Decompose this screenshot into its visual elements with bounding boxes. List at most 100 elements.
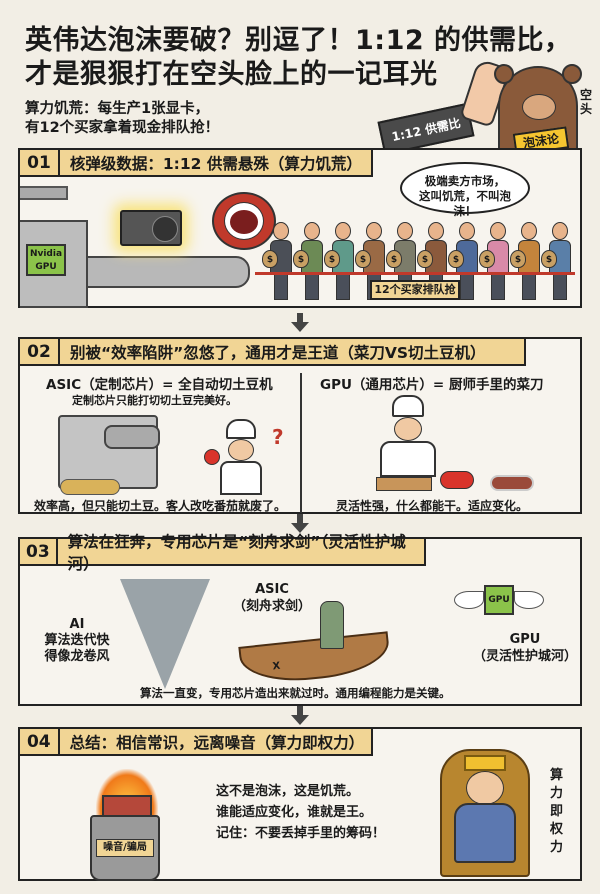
section-01: 01 核弹级数据：1:12 供需悬殊（算力饥荒） Nvidia GPU 极端卖方… xyxy=(18,148,582,308)
summary-line-3: 记住：不要丢掉手里的筹码！ xyxy=(216,826,386,841)
summary-text: 这不是泡沫，这是饥荒。 谁能适应变化，谁就是王。 记住：不要丢掉手里的筹码！ xyxy=(216,781,385,844)
money-bag-icon: $ xyxy=(479,250,495,268)
trash-label: 噪音/骗局 xyxy=(96,839,154,857)
money-bag-icon: $ xyxy=(386,250,402,268)
meat-plate-icon xyxy=(490,475,534,491)
down-arrow-icon xyxy=(291,514,309,534)
ai-label: AI 算法迭代快 得像龙卷风 xyxy=(44,617,110,664)
subtitle: 算力饥荒：每生产1张显卡， 有12个买家拿着现金排队抢！ xyxy=(25,100,219,138)
section-title: 核弹级数据：1:12 供需悬殊（算力饥荒） xyxy=(69,154,362,173)
buyer-legs xyxy=(491,274,505,300)
buyer-figure: $ xyxy=(479,222,511,302)
sleeve-label: 1:12 供需比 xyxy=(390,115,462,144)
tornado-icon xyxy=(120,579,210,689)
gpu-card-icon xyxy=(120,210,182,246)
speech-bubble: 极端卖方市场， 这叫饥荒，不叫泡沫！ xyxy=(400,162,530,218)
tomato-icon xyxy=(204,449,220,465)
question-mark: ? xyxy=(272,425,284,449)
buyer-legs xyxy=(305,274,319,300)
section-number: 04 xyxy=(20,729,60,754)
factory-machine: Nvidia GPU xyxy=(20,220,88,308)
gpu-heading: GPU（通用芯片）= 厨师手里的菜刀 xyxy=(320,377,544,393)
buyer-figure: $ xyxy=(262,222,294,302)
buyer-legs xyxy=(522,274,536,300)
king-label: 算力即权力 xyxy=(550,768,564,855)
buyer-figure: $ xyxy=(324,222,356,302)
buyer-legs xyxy=(460,274,474,300)
bubble-line-2: 这叫饥荒，不叫泡沫！ xyxy=(419,189,511,218)
section-title: 算法在狂奔，专用芯片是“刻舟求剑”（灵活性护城河） xyxy=(67,532,406,573)
queue-sign: 12个买家排队抢 xyxy=(370,280,460,300)
section-03: 03 算法在狂奔，专用芯片是“刻舟求剑”（灵活性护城河） AI 算法迭代快 得像… xyxy=(18,533,582,706)
buyer-head xyxy=(552,222,568,240)
buyer-figure: $ xyxy=(510,222,542,302)
boat-mark: X xyxy=(272,660,281,673)
buyer-head xyxy=(459,222,475,240)
buyer-head xyxy=(335,222,351,240)
down-arrow-icon xyxy=(291,313,309,333)
page-title: 英伟达泡沫要破？别逗了！1:12 的供需比， 才是狠狠打在空头脸上的一记耳光 xyxy=(25,24,572,92)
summary-line-2: 谁能适应变化，谁就是王。 xyxy=(216,805,373,820)
velvet-rope xyxy=(255,272,575,275)
chef-icon xyxy=(378,395,438,479)
section-04-header: 04 总结：相信常识，远离噪音（算力即权力） xyxy=(18,727,373,756)
buyer-head xyxy=(366,222,382,240)
buyer-queue: $ $ $ $ $ $ $ $ $ $ xyxy=(256,222,576,306)
bubble-line-1: 极端卖方市场， xyxy=(424,174,506,188)
conveyor-belt xyxy=(86,256,250,288)
subtitle-line-2: 有12个买家拿着现金排队抢！ xyxy=(25,120,220,136)
factory-pipe xyxy=(20,186,68,200)
money-bag-icon: $ xyxy=(510,250,526,268)
bear-tag: 空头 xyxy=(580,88,593,116)
money-bag-icon: $ xyxy=(355,250,371,268)
buyer-head xyxy=(490,222,506,240)
boat-icon: X xyxy=(238,631,392,687)
money-bag-icon: $ xyxy=(262,250,278,268)
gpu-caption: 灵活性强，什么都能干。适应变化。 xyxy=(336,499,529,513)
money-bag-icon: $ xyxy=(541,250,557,268)
section-03-caption: 算法一直变，专用芯片造出来就过时。通用编程能力是关键。 xyxy=(140,686,451,700)
subtitle-line-1: 算力饥荒：每生产1张显卡， xyxy=(25,101,210,117)
cutting-board xyxy=(376,477,432,491)
slap-illustration: 1:12 供需比 泡沫论 空头 xyxy=(377,58,595,165)
potatoes-icon xyxy=(60,479,120,495)
trash-can-icon: 噪音/骗局 xyxy=(90,815,160,881)
asic-label: ASIC （刻舟求剑） xyxy=(232,582,311,614)
buyer-legs xyxy=(553,274,567,300)
section-number: 01 xyxy=(20,150,60,175)
asic-heading: ASIC（定制芯片）= 全自动切土豆机 xyxy=(46,377,273,393)
title-line-1: 英伟达泡沫要破？别逗了！1:12 的供需比， xyxy=(25,25,572,56)
money-bag-icon: $ xyxy=(417,250,433,268)
buyer-head xyxy=(397,222,413,240)
money-bag-icon: $ xyxy=(324,250,340,268)
section-title: 总结：相信常识，远离噪音（算力即权力） xyxy=(69,733,365,752)
buyer-legs xyxy=(336,274,350,300)
down-arrow-icon xyxy=(291,706,309,726)
potato-cutter-machine xyxy=(58,415,160,489)
money-bag-icon: $ xyxy=(448,250,464,268)
asic-subheading: 定制芯片只能打切切土豆完美好。 xyxy=(72,394,237,407)
king-on-throne-icon xyxy=(430,729,540,879)
section-number: 02 xyxy=(20,339,60,364)
section-04: 04 总结：相信常识，远离噪音（算力即权力） 噪音/骗局 这不是泡沫，这是饥荒。… xyxy=(18,727,582,881)
buyer-figure: $ xyxy=(541,222,573,302)
nvidia-gpu-label: Nvidia GPU xyxy=(26,244,66,276)
money-bag-icon: $ xyxy=(293,250,309,268)
buyer-head xyxy=(304,222,320,240)
section-02: 02 别被“效率陷阱”忽悠了，通用才是王道（菜刀VS切土豆机） ASIC（定制芯… xyxy=(18,337,582,514)
buyer-head xyxy=(273,222,289,240)
buyer-figure: $ xyxy=(293,222,325,302)
gpu-chip-label: GPU xyxy=(488,595,510,605)
buyer-head xyxy=(521,222,537,240)
winged-gpu-icon: GPU xyxy=(454,585,544,621)
tomatoes-icon xyxy=(440,471,474,489)
buyer-figure: $ xyxy=(448,222,480,302)
buyer-legs xyxy=(274,274,288,300)
confused-chef-icon xyxy=(218,419,262,495)
swordsman-icon xyxy=(320,601,344,649)
section-title: 别被“效率陷阱”忽悠了，通用才是王道（菜刀VS切土豆机） xyxy=(70,343,486,362)
panel-divider xyxy=(300,373,302,513)
title-line-2: 才是狠狠打在空头脸上的一记耳光 xyxy=(25,59,438,90)
section-number: 03 xyxy=(20,539,58,564)
section-01-header: 01 核弹级数据：1:12 供需悬殊（算力饥荒） xyxy=(18,148,373,177)
